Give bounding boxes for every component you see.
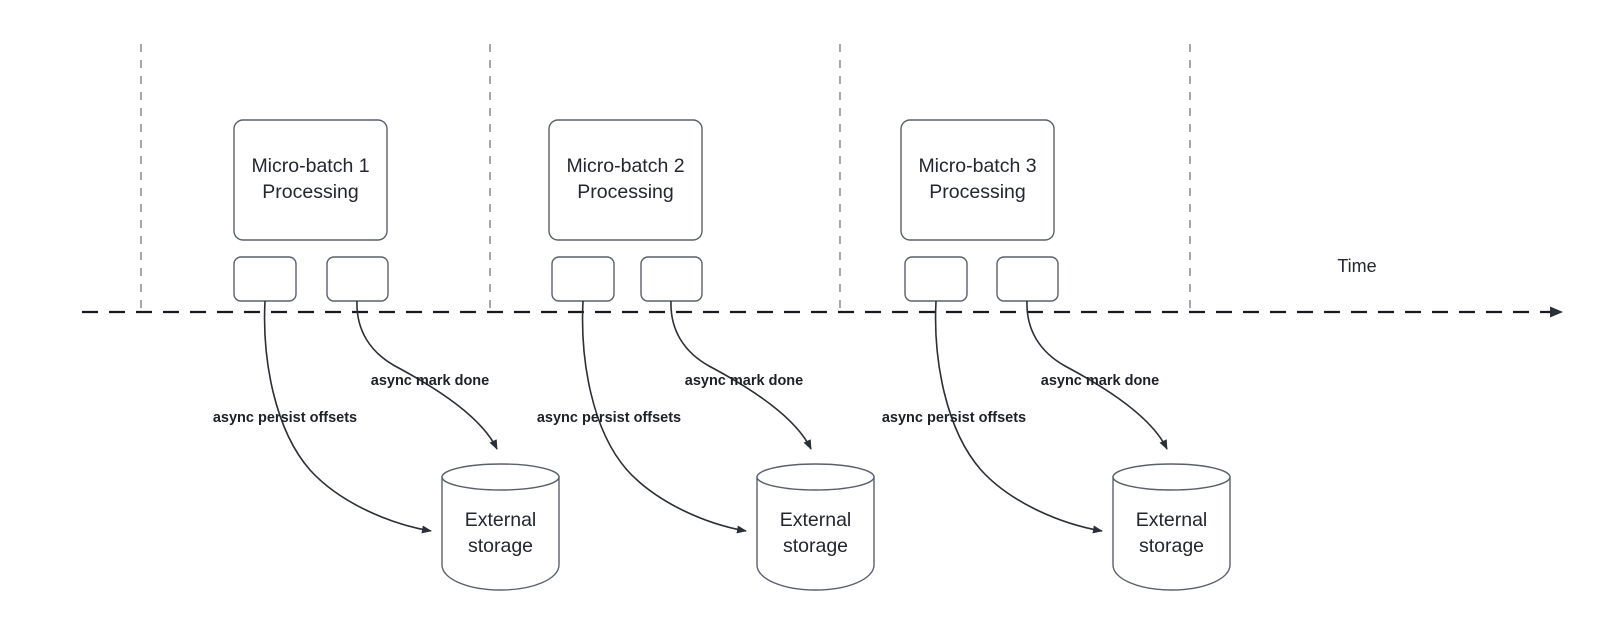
micro-batch-box-3-line2: Processing [929,181,1025,203]
micro-batch-box-1-line2: Processing [262,181,358,203]
external-storage-cylinder-1[interactable]: External storage [441,463,560,591]
tick-lines-group [140,44,1191,312]
external-storage-cylinder-3[interactable]: External storage [1112,463,1231,591]
task-box-1a[interactable] [233,256,297,302]
edge-persist-offsets-3 [934,300,1103,534]
edge-mark-done-1 [356,300,498,450]
edge-label-mark-done-3: async mark done [1041,373,1159,389]
cylinder-top-3 [1112,463,1231,491]
cylinder-top-2 [756,463,875,491]
edge-mark-done-2 [670,300,812,450]
task-box-2a[interactable] [551,256,615,302]
task-box-3b[interactable] [996,256,1059,302]
micro-batch-group-1: Micro-batch 1 Processing async persist o… [213,119,560,591]
micro-batch-box-3[interactable] [900,119,1055,241]
edge-persist-offsets-1 [263,300,432,534]
edge-label-mark-done-2: async mark done [685,373,803,389]
edge-label-persist-offsets-2: async persist offsets [537,410,681,426]
micro-batch-group-2: Micro-batch 2 Processing async persist o… [537,119,875,591]
edge-label-persist-offsets-1: async persist offsets [213,410,357,426]
external-storage-label-2-line2: storage [783,535,848,557]
micro-batch-box-1-line1: Micro-batch 1 [251,155,369,177]
edge-mark-done-3 [1026,300,1168,450]
cylinder-top-1 [441,463,560,491]
time-axis: Time [82,256,1563,318]
external-storage-label-2-line1: External [780,509,852,531]
micro-batch-box-2-line2: Processing [577,181,673,203]
micro-batch-box-3-line1: Micro-batch 3 [918,155,1036,177]
micro-batch-group-3: Micro-batch 3 Processing async persist o… [882,119,1231,591]
edge-label-mark-done-1: async mark done [371,373,489,389]
task-box-3a[interactable] [904,256,968,302]
micro-batch-box-1[interactable] [233,119,388,241]
external-storage-label-3-line2: storage [1139,535,1204,557]
time-axis-label: Time [1337,256,1376,276]
external-storage-label-1-line1: External [465,509,537,531]
edge-label-persist-offsets-3: async persist offsets [882,410,1026,426]
micro-batch-box-2[interactable] [548,119,703,241]
external-storage-cylinder-2[interactable]: External storage [756,463,875,591]
edge-persist-offsets-2 [581,300,747,534]
task-box-1b[interactable] [326,256,389,302]
external-storage-label-1-line2: storage [468,535,533,557]
task-box-2b[interactable] [640,256,703,302]
external-storage-label-3-line1: External [1136,509,1208,531]
micro-batch-box-2-line1: Micro-batch 2 [566,155,684,177]
